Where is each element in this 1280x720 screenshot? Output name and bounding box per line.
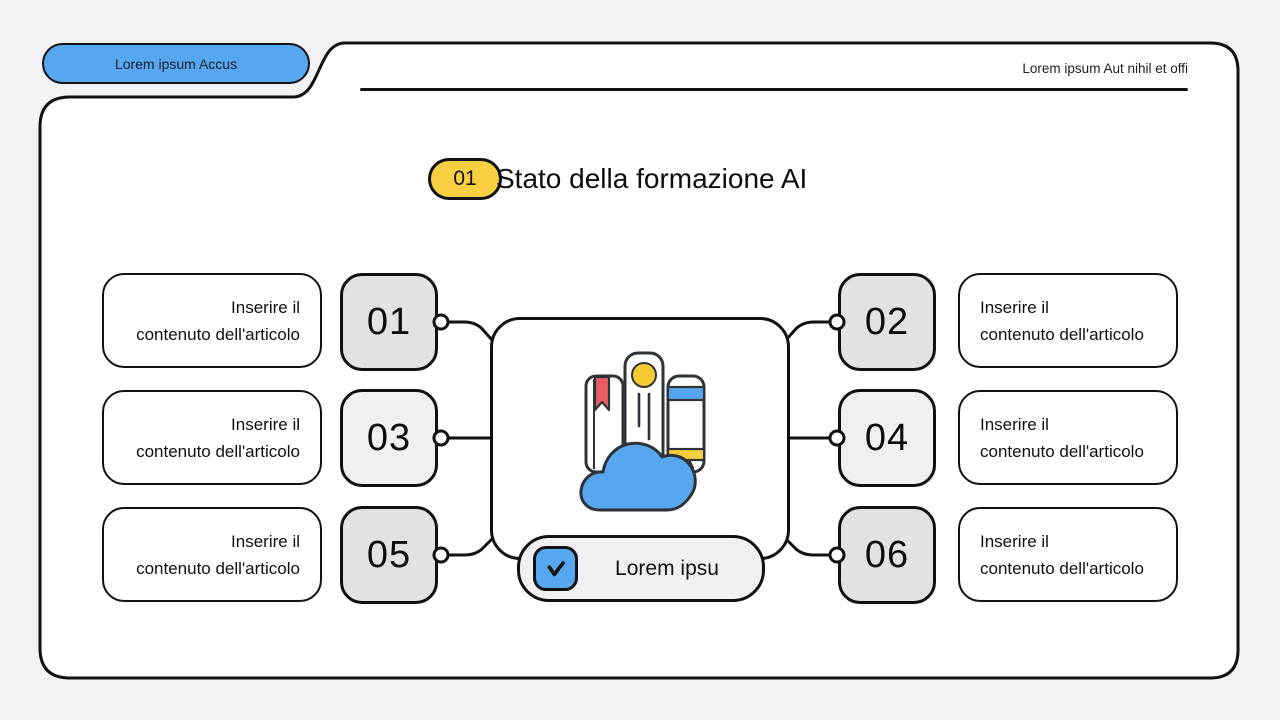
item-01-text-line1: Inserire il — [231, 297, 300, 317]
item-04-number: 04 — [864, 416, 910, 459]
item-03-text-line2: contenuto dell'articolo — [136, 441, 300, 461]
item-06-number: 06 — [864, 533, 910, 576]
item-04-text-line1: Inserire il — [980, 414, 1049, 434]
item-05-number: 05 — [366, 533, 412, 576]
item-04-text-line2: contenuto dell'articolo — [980, 441, 1144, 461]
header-subtitle-rule — [360, 88, 1188, 91]
item-02-text-line1: Inserire il — [980, 297, 1049, 317]
item-06-number-box: 06 — [838, 506, 936, 604]
header-tab-label: Lorem ipsum Accus — [114, 55, 238, 72]
title-number-badge: 01 — [428, 158, 502, 200]
item-06-text-line1: Inserire il — [980, 531, 1049, 551]
item-02-number-box: 02 — [838, 273, 936, 371]
item-02-text-box: Inserire il contenuto dell'articolo — [958, 273, 1178, 368]
books-cloud-illustration — [579, 351, 706, 512]
item-03-number: 03 — [366, 416, 412, 459]
checkbox[interactable] — [533, 546, 578, 591]
item-06-text-box: Inserire il contenuto dell'articolo — [958, 507, 1178, 602]
item-03-text-box: Inserire il contenuto dell'articolo — [102, 390, 322, 485]
item-05-text-line2: contenuto dell'articolo — [136, 558, 300, 578]
item-01-text-line2: contenuto dell'articolo — [136, 324, 300, 344]
item-05-text-box: Inserire il contenuto dell'articolo — [102, 507, 322, 602]
item-05-number-box: 05 — [340, 506, 438, 604]
item-01-number: 01 — [366, 300, 412, 343]
item-04-text-box: Inserire il contenuto dell'articolo — [958, 390, 1178, 485]
item-02-number: 02 — [864, 300, 910, 343]
header-tab[interactable]: Lorem ipsum Accus — [42, 43, 310, 84]
center-card — [490, 317, 790, 560]
center-label-bar: Lorem ipsu — [517, 535, 765, 602]
header-subtitle: Lorem ipsum Aut nihil et offi — [1022, 61, 1188, 76]
check-icon — [547, 560, 565, 576]
page-title: Stato della formazione AI — [496, 163, 808, 194]
item-01-text-box: Inserire il contenuto dell'articolo — [102, 273, 322, 368]
item-03-number-box: 03 — [340, 389, 438, 487]
item-01-number-box: 01 — [340, 273, 438, 371]
item-04-number-box: 04 — [838, 389, 936, 487]
center-label: Lorem ipsu — [615, 556, 719, 580]
item-03-text-line1: Inserire il — [231, 414, 300, 434]
item-02-text-line2: contenuto dell'articolo — [980, 324, 1144, 344]
title-number: 01 — [453, 167, 477, 190]
item-06-text-line2: contenuto dell'articolo — [980, 558, 1144, 578]
item-05-text-line1: Inserire il — [231, 531, 300, 551]
